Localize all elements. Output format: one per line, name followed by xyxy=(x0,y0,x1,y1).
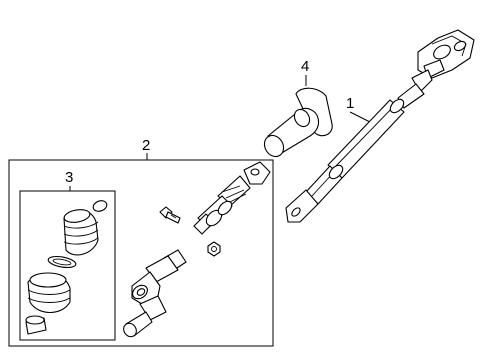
callout-2-label: 2 xyxy=(142,137,150,154)
callout-1-leader xyxy=(349,111,371,123)
intermediate-shaft-group-box xyxy=(8,159,274,347)
pinch-bolt xyxy=(159,206,181,224)
column-bearing-seal xyxy=(263,87,333,158)
callout-1-label: 1 xyxy=(346,95,354,112)
boot-kit-group-box xyxy=(19,190,116,341)
callout-4-label: 4 xyxy=(301,58,309,75)
boot-kit xyxy=(25,200,108,335)
lower-universal-joint xyxy=(123,249,187,338)
lock-nut xyxy=(207,241,221,257)
steering-shaft xyxy=(285,29,475,223)
callout-3-label: 3 xyxy=(65,169,73,186)
intermediate-shaft xyxy=(193,161,271,235)
